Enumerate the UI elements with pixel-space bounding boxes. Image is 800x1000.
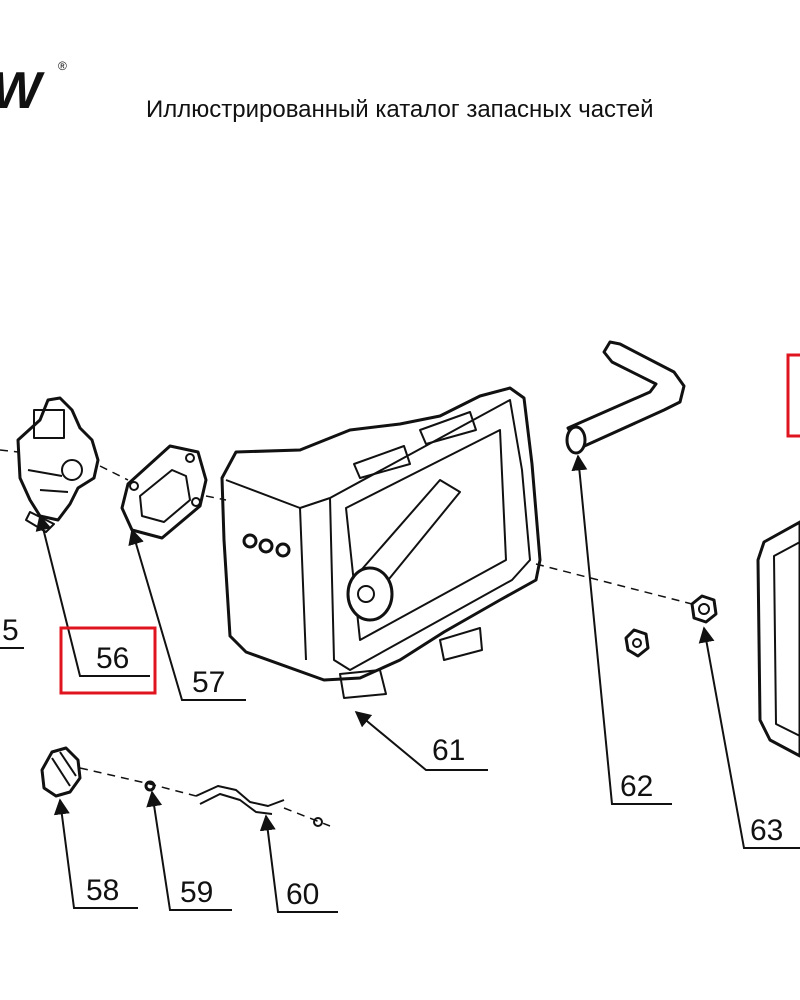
callout-57: 57 (192, 666, 225, 699)
highlight-box-right-edge (786, 353, 800, 438)
part-62-breather-hose (565, 340, 686, 455)
part-63-nut (690, 594, 718, 624)
callout-58: 58 (86, 874, 119, 907)
registered-mark: ® (58, 59, 67, 73)
callout-63: 63 (750, 814, 783, 847)
part-60-clip (313, 817, 323, 827)
callout-56: 56 (96, 642, 129, 675)
catalog-title: Иллюстрированный каталог запасных частей (146, 96, 654, 123)
highlight-box-56 (59, 626, 157, 695)
leader-lines (0, 454, 800, 913)
part-air-filter-element (756, 520, 800, 758)
part-59-washer (144, 780, 156, 792)
part-nut-small (624, 628, 650, 658)
callout-59: 59 (180, 876, 213, 909)
callout-55: 5 (2, 614, 19, 647)
callout-61: 61 (432, 734, 465, 767)
part-60-spring (195, 785, 285, 815)
part-58-knob (40, 746, 82, 798)
callout-60: 60 (286, 878, 319, 911)
header: W ® Иллюстрированный каталог запасных ча… (0, 59, 654, 123)
part-57-gasket (120, 444, 208, 540)
assembly-lines (0, 449, 693, 827)
callout-62: 62 (620, 770, 653, 803)
brand-logo-fragment: W (0, 62, 45, 120)
part-56-carburetor (16, 396, 100, 533)
callout-numbers: 5 56 57 61 62 63 58 59 60 (2, 614, 783, 911)
part-61-air-filter-housing (220, 386, 542, 699)
